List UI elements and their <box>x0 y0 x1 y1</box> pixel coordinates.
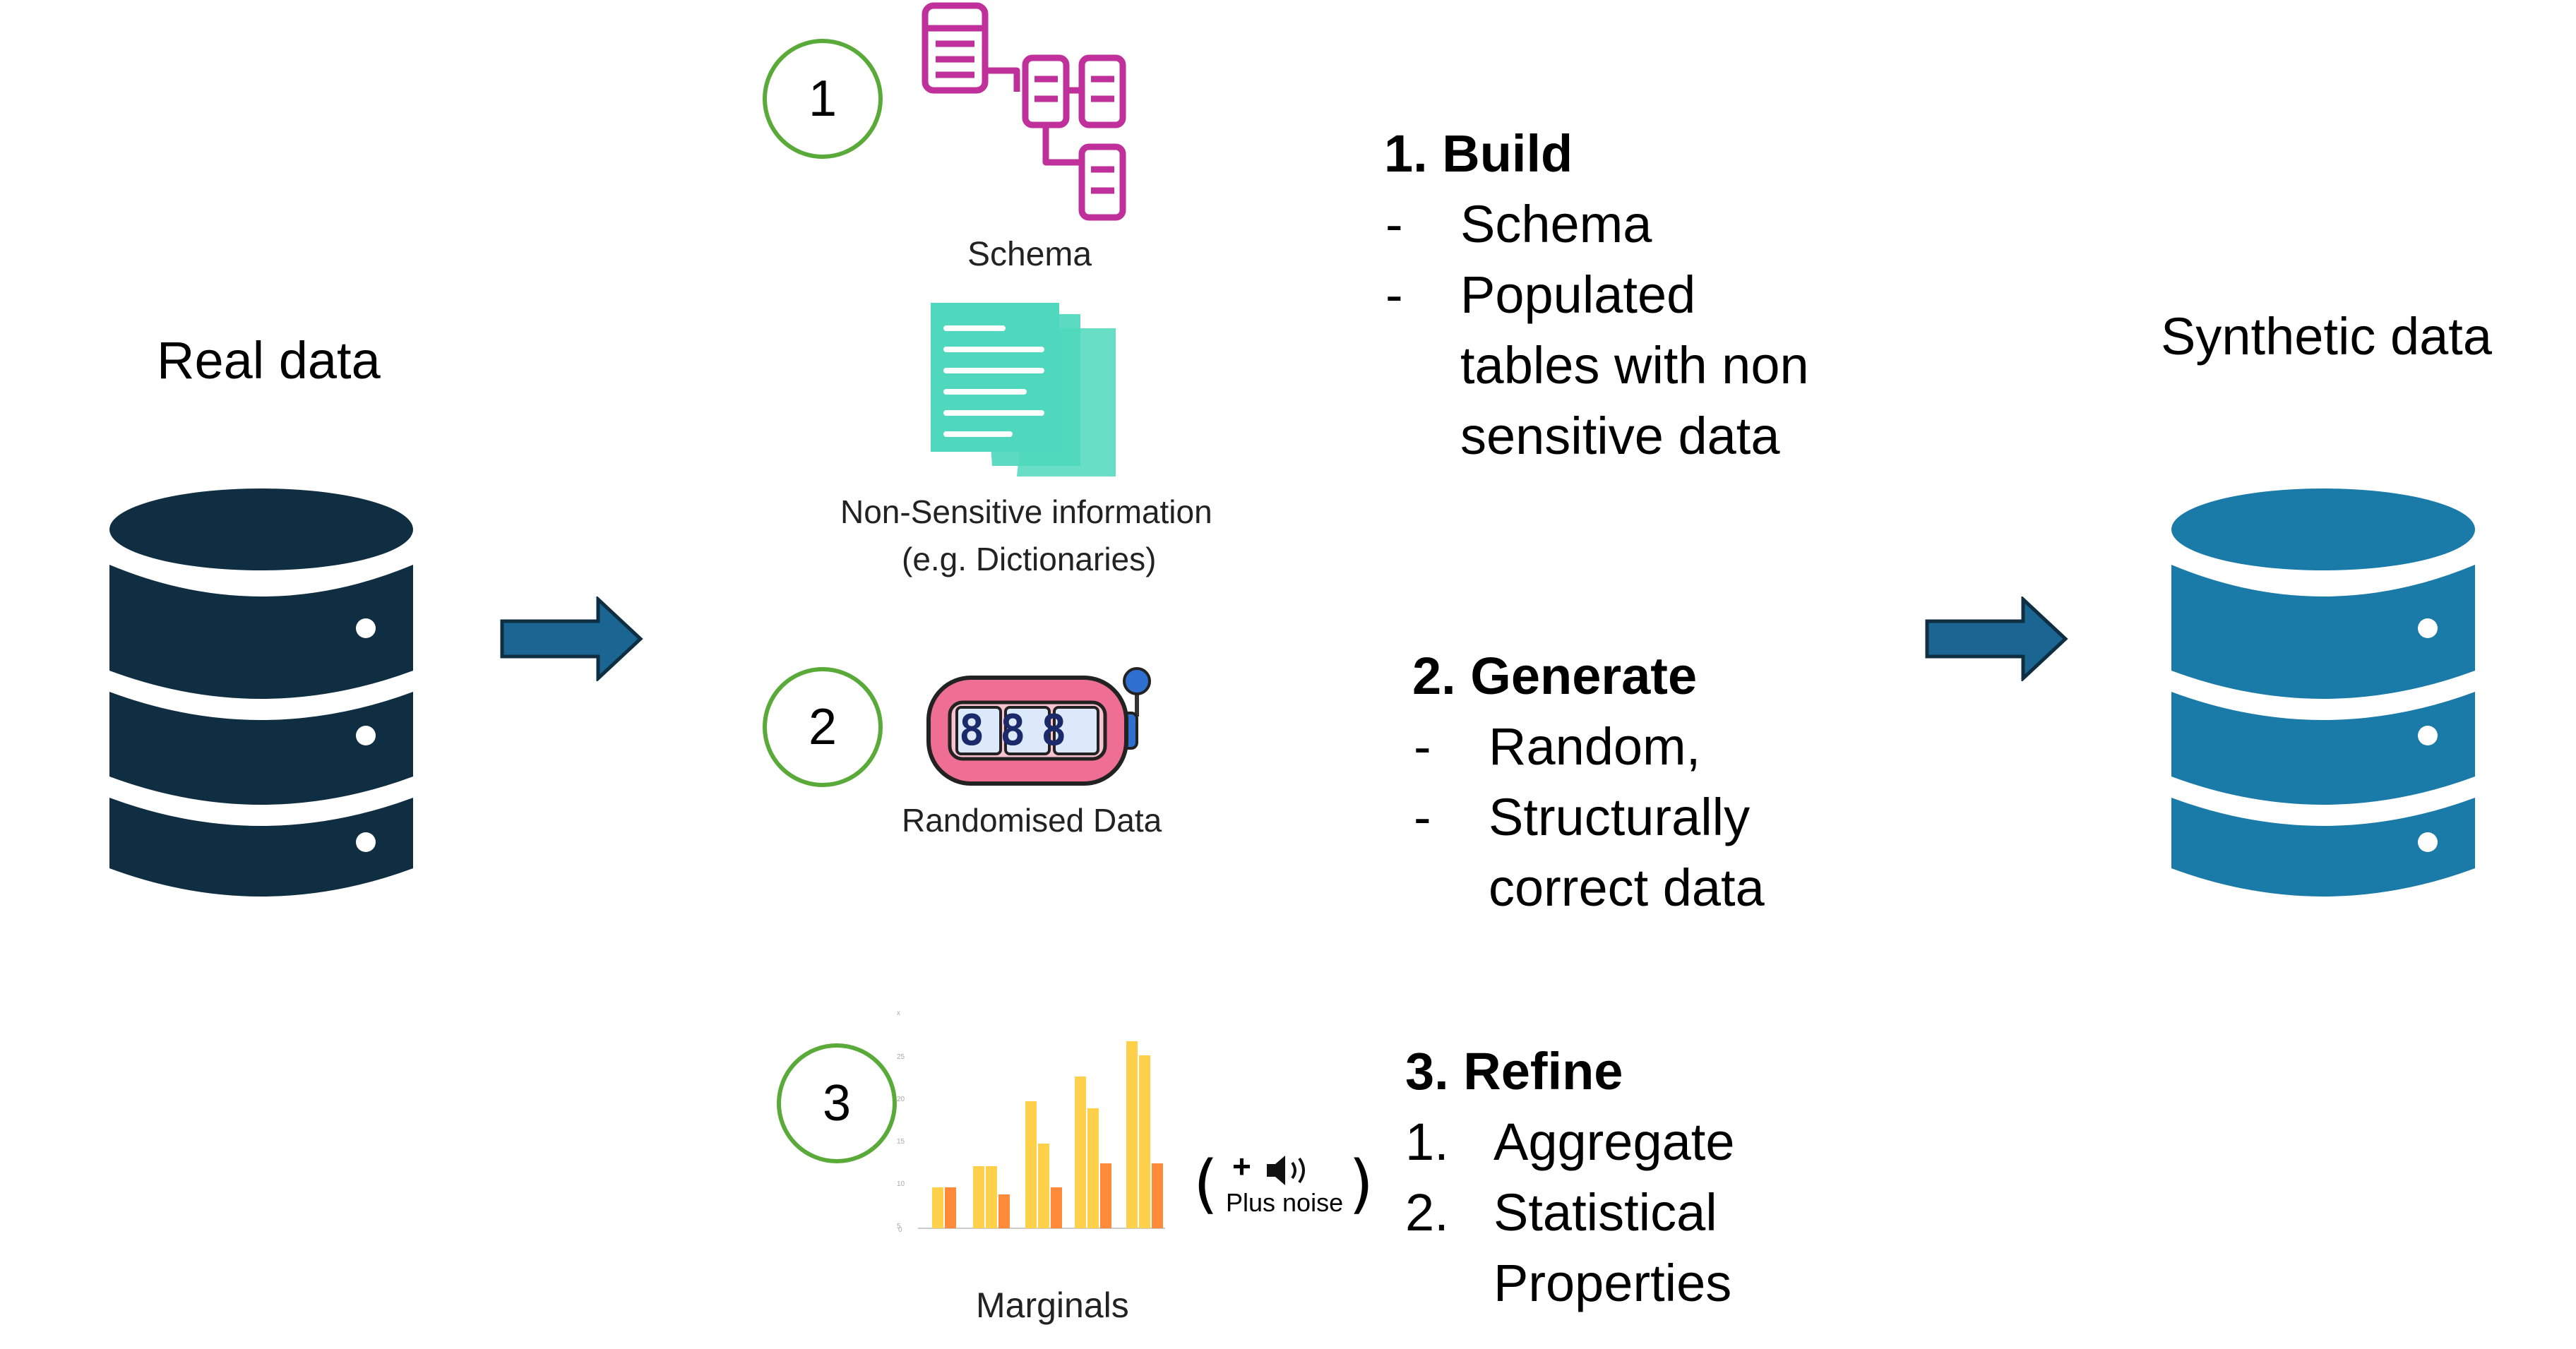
step-2-circle: 2 <box>763 667 883 787</box>
step-2-bullet-1: - <box>1414 717 1431 776</box>
step-2-item-2-line-1: Structurally <box>1489 788 1751 846</box>
step-1-title: 1. Build <box>1384 124 1573 183</box>
step-1-bullet-1: - <box>1385 195 1403 253</box>
step-3-title: 3. Refine <box>1405 1042 1623 1101</box>
step-1-bullet-2: - <box>1385 265 1403 324</box>
nonsensitive-caption-line1: Non-Sensitive information <box>840 493 1212 530</box>
step-2-item-1-line-1: Random, <box>1489 717 1701 776</box>
arrow-right-icon-2 <box>1925 596 2068 681</box>
real-data-label: Real data <box>157 331 381 390</box>
svg-text:20: 20 <box>897 1096 905 1103</box>
step-2-title: 2. Generate <box>1412 647 1698 705</box>
step-1-circle: 1 <box>763 39 883 159</box>
random-counter-icon: 888 <box>925 664 1158 787</box>
svg-text:15: 15 <box>897 1138 905 1146</box>
step-3-circle: 3 <box>777 1043 897 1163</box>
schema-icon <box>922 2 1126 221</box>
noise-label: Plus noise <box>1226 1188 1344 1217</box>
step-3-bullet-1: 1. <box>1405 1113 1449 1171</box>
step-1-item-2-line-1: Populated <box>1460 265 1696 324</box>
step-1-item-1-line-1: Schema <box>1460 195 1652 253</box>
svg-text:5: 5 <box>897 1223 901 1230</box>
svg-text:10: 10 <box>897 1180 905 1188</box>
step-2-item-2-line-2: correct data <box>1489 858 1765 917</box>
document-icon <box>931 303 1116 476</box>
svg-text:0: 0 <box>898 1226 902 1234</box>
marginals-caption: Marginals <box>976 1285 1129 1325</box>
step-3-item-1-line-1: Aggregate <box>1493 1113 1735 1171</box>
step-1-item-2-line-3: sensitive data <box>1460 407 1780 465</box>
counter-digits: 888 <box>959 706 1083 755</box>
svg-text:25: 25 <box>897 1053 905 1061</box>
schema-caption: Schema <box>967 236 1092 273</box>
step-3-item-2-line-2: Properties <box>1493 1254 1732 1312</box>
step-1-item-2-line-2: tables with non <box>1460 336 1809 395</box>
step-2-bullet-2: - <box>1414 788 1431 846</box>
synthetic-database-icon <box>2171 488 2475 897</box>
step-3-item-2-line-1: Statistical <box>1493 1183 1717 1242</box>
nonsensitive-caption-line2: (e.g. Dictionaries) <box>902 541 1157 577</box>
synthetic-data-label: Synthetic data <box>2161 307 2492 366</box>
real-database-icon <box>109 488 413 897</box>
svg-text:x: x <box>897 1009 900 1017</box>
arrow-right-icon <box>500 596 643 681</box>
speaker-icon <box>1267 1156 1305 1185</box>
step-3-bullet-2: 2. <box>1405 1183 1449 1242</box>
marginals-bar-chart-icon: x 25 20 15 10 5 0 <box>897 1009 1165 1234</box>
randomised-data-caption: Randomised Data <box>902 802 1162 839</box>
noise-plus-sign: + <box>1232 1148 1251 1185</box>
plus-noise-icon: ( ) + Plus noise <box>1193 1147 1374 1221</box>
